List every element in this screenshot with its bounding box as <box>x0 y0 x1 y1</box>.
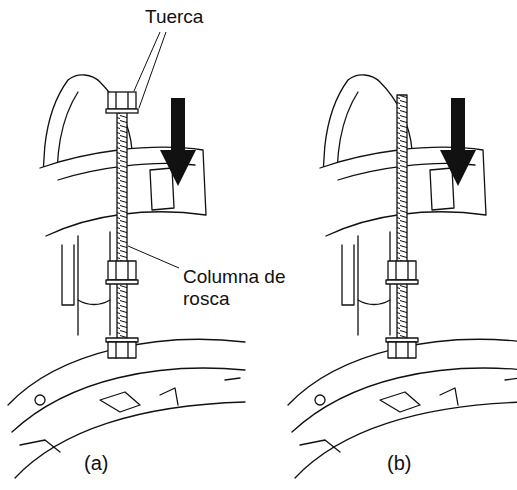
leader-line <box>134 32 160 91</box>
nut-face <box>116 92 128 109</box>
panel-b <box>288 75 517 478</box>
part-label: Tuerca <box>145 6 203 28</box>
top-nut <box>106 92 138 113</box>
washer <box>106 109 138 113</box>
leader-line <box>139 32 166 108</box>
panel-label: (b) <box>387 452 411 475</box>
leader-line <box>128 246 179 268</box>
panel-label: (a) <box>84 452 108 475</box>
leader-lines <box>128 32 179 268</box>
part-label: Columna de rosca <box>183 266 288 310</box>
nut <box>108 92 136 109</box>
